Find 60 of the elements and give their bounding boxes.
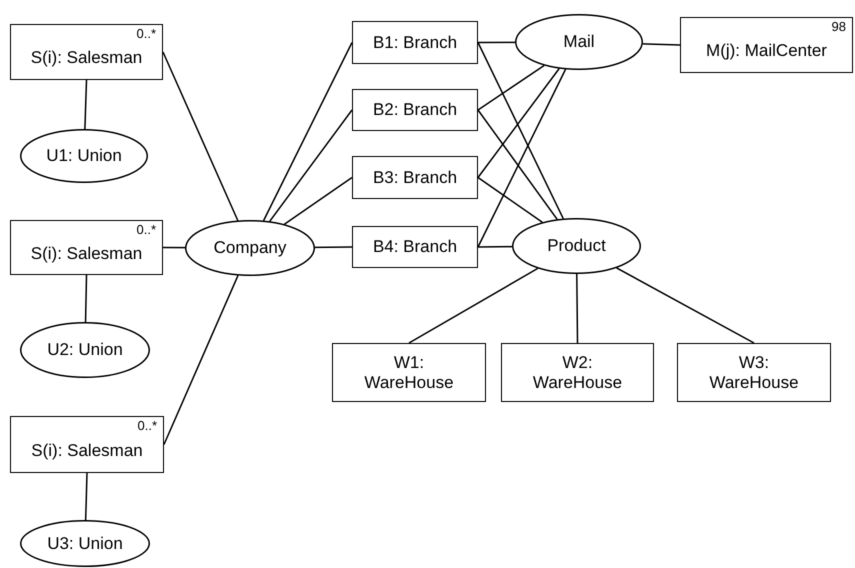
connector-line — [408, 268, 538, 344]
connector-line — [262, 42, 353, 221]
object-label: U3: Union — [47, 534, 123, 554]
object-box — [680, 17, 853, 73]
object-label: W1: WareHouse — [363, 352, 455, 392]
connector-line — [163, 246, 185, 248]
connector-line — [163, 275, 239, 445]
object-label: B1: Branch — [372, 32, 458, 52]
object-ellipse — [185, 220, 315, 276]
connector-line — [84, 472, 88, 520]
object-ellipse — [20, 129, 148, 183]
connector-line — [642, 43, 680, 46]
object-label: B2: Branch — [372, 100, 458, 120]
object-ellipse — [512, 218, 641, 274]
object-box — [10, 416, 164, 473]
object-label: S(i): Salesman — [30, 48, 142, 68]
object-label: W2: WareHouse — [532, 352, 624, 392]
object-ellipse — [20, 520, 150, 567]
object-ellipse — [515, 14, 643, 70]
object-box — [352, 21, 478, 64]
connector-line — [477, 42, 564, 219]
object-ellipse — [20, 322, 150, 378]
object-label: B3: Branch — [372, 168, 458, 188]
object-box — [10, 24, 163, 80]
object-box — [677, 343, 831, 402]
object-label: U2: Union — [47, 340, 123, 360]
connector-line — [477, 69, 566, 248]
connector-line — [478, 176, 543, 223]
object-box — [352, 156, 478, 199]
connector-line — [478, 246, 512, 248]
multiplicity-label: 98 — [832, 20, 846, 34]
object-box — [332, 343, 486, 402]
connector-line — [478, 42, 516, 44]
multiplicity-label: 0..* — [137, 419, 157, 433]
connector-line — [314, 246, 352, 248]
object-label: W3: WareHouse — [708, 352, 800, 392]
connector-line — [477, 110, 558, 220]
connector-line — [162, 52, 238, 221]
connector-line — [84, 80, 88, 130]
object-label: S(i): Salesman — [30, 244, 142, 264]
connector-line — [269, 110, 353, 222]
object-label: B4: Branch — [372, 237, 458, 257]
connector-line — [284, 176, 352, 225]
connector-line — [576, 274, 578, 343]
object-box — [501, 343, 654, 402]
object-label: U1: Union — [46, 146, 122, 166]
object-label: Company — [214, 238, 286, 258]
object-box — [352, 89, 478, 131]
connector-line — [477, 68, 560, 178]
object-box — [10, 220, 163, 275]
connector-line — [478, 64, 545, 111]
object-label: S(i): Salesman — [31, 440, 143, 460]
object-box — [352, 226, 478, 268]
multiplicity-label: 0..* — [136, 27, 156, 41]
connector-line — [84, 274, 88, 322]
object-label: Product — [547, 236, 606, 256]
multiplicity-label: 0..* — [136, 223, 156, 237]
object-label: Mail — [563, 32, 595, 52]
object-label: M(j): MailCenter — [706, 41, 827, 61]
connector-line — [616, 267, 754, 344]
